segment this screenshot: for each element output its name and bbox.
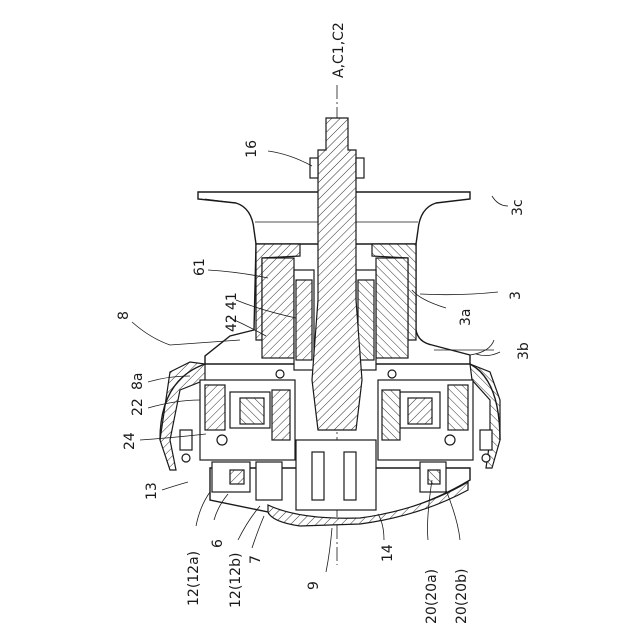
label-3a: 3a — [458, 309, 474, 327]
gear-assembly-left — [200, 370, 295, 460]
label-12b: 12(12b) — [228, 553, 244, 608]
label-16: 16 — [244, 140, 260, 158]
label-14: 14 — [380, 544, 396, 562]
label-3: 3 — [508, 291, 524, 300]
main-shaft — [310, 118, 364, 430]
label-20a: 20(20a) — [424, 569, 440, 624]
label-8: 8 — [116, 311, 132, 320]
label-42: 42 — [224, 314, 240, 332]
label-12a: 12(12a) — [186, 551, 202, 606]
label-22: 22 — [130, 398, 146, 416]
label-6: 6 — [210, 539, 226, 548]
label-24: 24 — [122, 432, 138, 450]
label-41: 41 — [224, 292, 240, 310]
label-13: 13 — [144, 482, 160, 500]
label-7: 7 — [248, 555, 264, 564]
label-61: 61 — [192, 258, 208, 276]
label-8a: 8a — [130, 373, 146, 391]
label-3b: 3b — [516, 342, 532, 360]
label-3c: 3c — [510, 199, 526, 216]
label-20b: 20(20b) — [454, 569, 470, 624]
label-axis: A,C1,C2 — [331, 22, 347, 78]
gear-assembly-right — [378, 370, 473, 460]
label-9: 9 — [306, 581, 322, 590]
